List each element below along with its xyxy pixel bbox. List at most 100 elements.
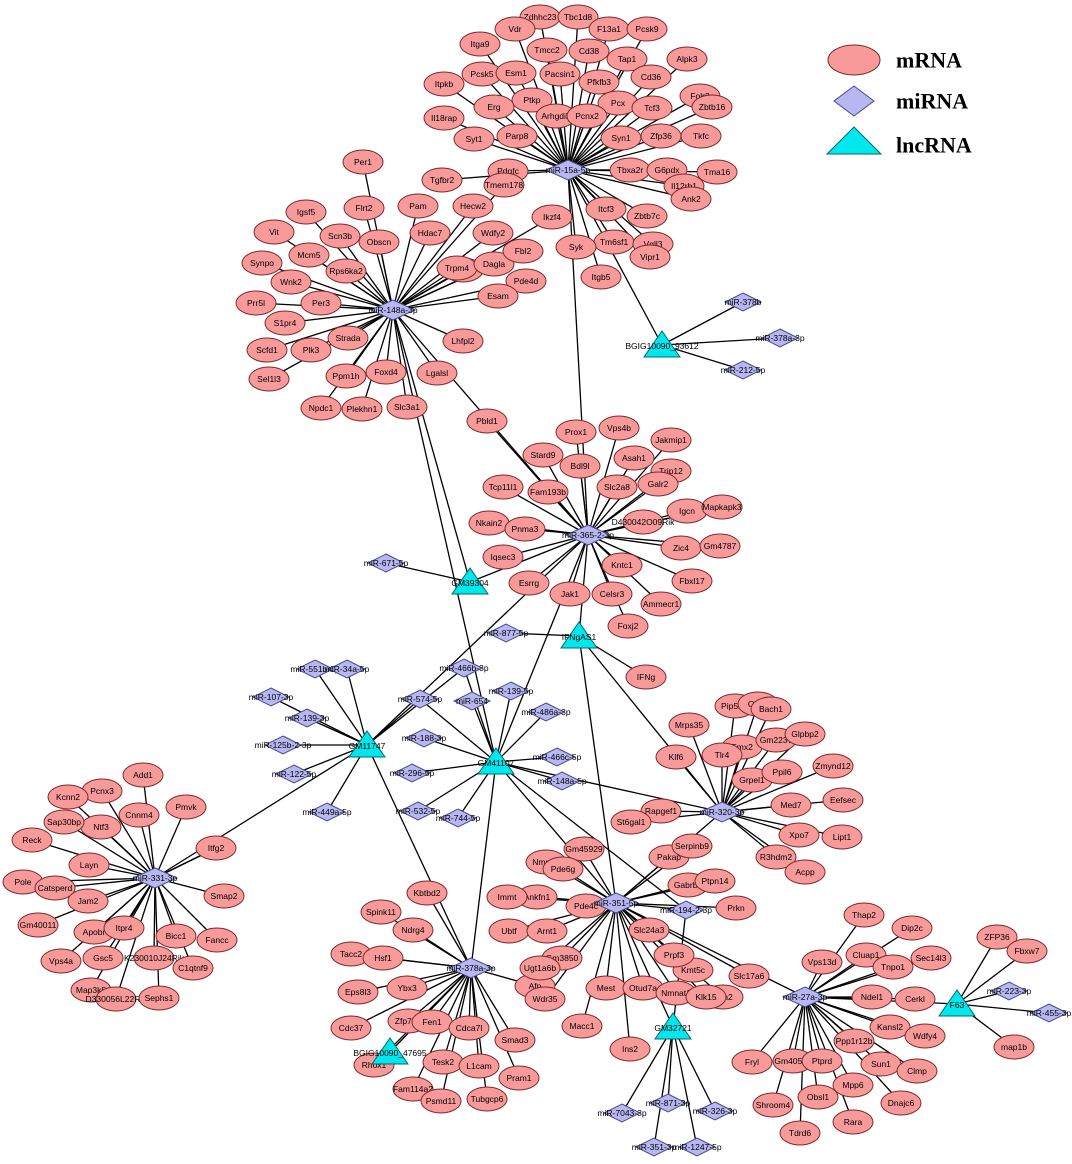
mrna-node-label: Immt	[498, 892, 518, 902]
mrna-node	[613, 445, 655, 471]
mrna-node-label: Kcnn2	[56, 792, 80, 802]
mrna-node-label: Pfkfb3	[587, 77, 611, 87]
mrna-node-label: Klf6	[669, 752, 684, 762]
mrna-node-label: Erg	[487, 102, 501, 112]
mrna-node	[246, 337, 288, 363]
lncrna-node-label: BGIG10090_47695	[353, 1048, 427, 1058]
mrna-node-label: Afp	[529, 981, 542, 991]
mrna-node-label: Scn3b	[328, 231, 352, 241]
mirna-node	[526, 702, 566, 722]
mrna-node	[95, 986, 137, 1012]
mrna-node-label: Rps6ka2	[329, 266, 363, 276]
mrna-node-label: Otud7a	[629, 983, 657, 993]
mrna-node-label: Tkfc	[693, 131, 710, 141]
mrna-node	[508, 570, 550, 596]
mrna-node	[406, 880, 448, 906]
lncrna-node	[371, 1037, 409, 1065]
mrna-node-label: Obsl1	[807, 1092, 829, 1102]
mrna-node-label: Ndrg4	[401, 925, 424, 935]
mrna-node-label: Thap2	[852, 910, 876, 920]
mrna-node	[472, 220, 514, 246]
mrna-node	[750, 696, 792, 722]
mrna-node-label: Cnnm4	[125, 810, 153, 820]
mirna-node-label: miR-223-3p	[987, 986, 1032, 996]
mrna-node	[122, 762, 164, 788]
lncrna-node	[477, 747, 515, 775]
mrna-node-label: Itpr4	[115, 923, 132, 933]
mrna-node-label: Dip2c	[901, 923, 923, 933]
mrna-node-label: Clmp	[907, 1066, 927, 1076]
legend-lncrna-symbol	[825, 126, 883, 155]
mrna-node	[561, 1013, 603, 1039]
edge	[495, 690, 512, 763]
mrna-node	[337, 979, 379, 1005]
mrna-node	[755, 844, 797, 870]
mrna-node	[203, 883, 245, 909]
mrna-node	[511, 87, 553, 113]
mirna-node-label: miR-122-5p	[272, 769, 317, 779]
lncrna-node	[654, 1012, 692, 1040]
edge	[154, 877, 194, 969]
mrna-node	[680, 123, 722, 149]
mrna-node	[482, 474, 524, 500]
mrna-node	[606, 46, 648, 72]
mirna-node	[251, 687, 291, 707]
mirna-node-label: miR-671-5p	[364, 558, 409, 568]
edge	[688, 724, 723, 813]
mirna-node	[537, 747, 577, 767]
mrna-node-label: Alpk3	[676, 54, 698, 64]
legend-mrna-symbol	[827, 44, 881, 76]
mrna-node	[784, 859, 826, 885]
mirna-node-label: miR-34a-5p	[325, 664, 370, 674]
mrna-node-label: Pakap	[657, 852, 681, 862]
edge	[672, 1026, 698, 1148]
mrna-node	[779, 1120, 821, 1146]
mrna-node-label: Ndel1	[861, 992, 883, 1002]
mrna-node-label: Prkn	[727, 903, 745, 913]
mrna-node	[172, 955, 214, 981]
mrna-node-label: Pdgfc	[497, 166, 519, 176]
edge	[63, 821, 156, 879]
mrna-node	[555, 234, 597, 260]
mirna-node-label: miR-351-3p	[632, 1142, 677, 1152]
mrna-node	[325, 363, 367, 389]
mrna-node-label: Npdc1	[309, 403, 334, 413]
mrna-node	[609, 1036, 651, 1062]
legend: mRNA miRNA lncRNA	[825, 44, 972, 158]
mrna-node-label: Celsr3	[600, 589, 625, 599]
mrna-node	[526, 918, 568, 944]
mrna-node	[640, 798, 682, 824]
mrna-node	[47, 784, 89, 810]
mrna-node-label: Pmvk	[175, 802, 197, 812]
mirna-node	[369, 299, 417, 321]
mrna-node-label: Cdc37	[339, 1023, 364, 1033]
mrna-node-label: Il18rap	[431, 113, 457, 123]
mrna-node	[653, 942, 695, 968]
mrna-node	[341, 396, 383, 422]
mrna-node-label: Flrt2	[356, 203, 373, 213]
mrna-node-label: Macc1	[569, 1021, 594, 1031]
mirna-node-label: miR-486a-3p	[521, 707, 570, 717]
mrna-node	[640, 591, 682, 617]
mrna-node	[486, 884, 528, 910]
edge	[366, 667, 465, 746]
mrna-node-label: Pcnx3	[90, 786, 114, 796]
mirna-node-label: miR-574-5p	[398, 694, 443, 704]
mrna-node-label: Per3	[312, 298, 330, 308]
mrna-node-label: Zfp768	[395, 1016, 422, 1026]
mrna-node-label: Asah1	[622, 453, 646, 463]
edge	[266, 309, 394, 351]
mrna-node	[466, 1086, 508, 1112]
lncrna-node-label: GM39304	[451, 578, 489, 588]
mrna-node-label: Fen1	[422, 1017, 442, 1027]
edge	[567, 169, 602, 278]
edge	[615, 902, 644, 989]
mrna-node	[365, 359, 407, 385]
mrna-node	[423, 105, 465, 131]
mirna-node	[392, 763, 432, 783]
mrna-node-label: Folr2	[690, 91, 710, 101]
mrna-node-label: Foxj2	[618, 621, 639, 631]
mrna-node	[629, 244, 671, 270]
mrna-node-label: Synpo	[250, 258, 274, 268]
mrna-node-label: Ppm1h	[333, 371, 360, 381]
